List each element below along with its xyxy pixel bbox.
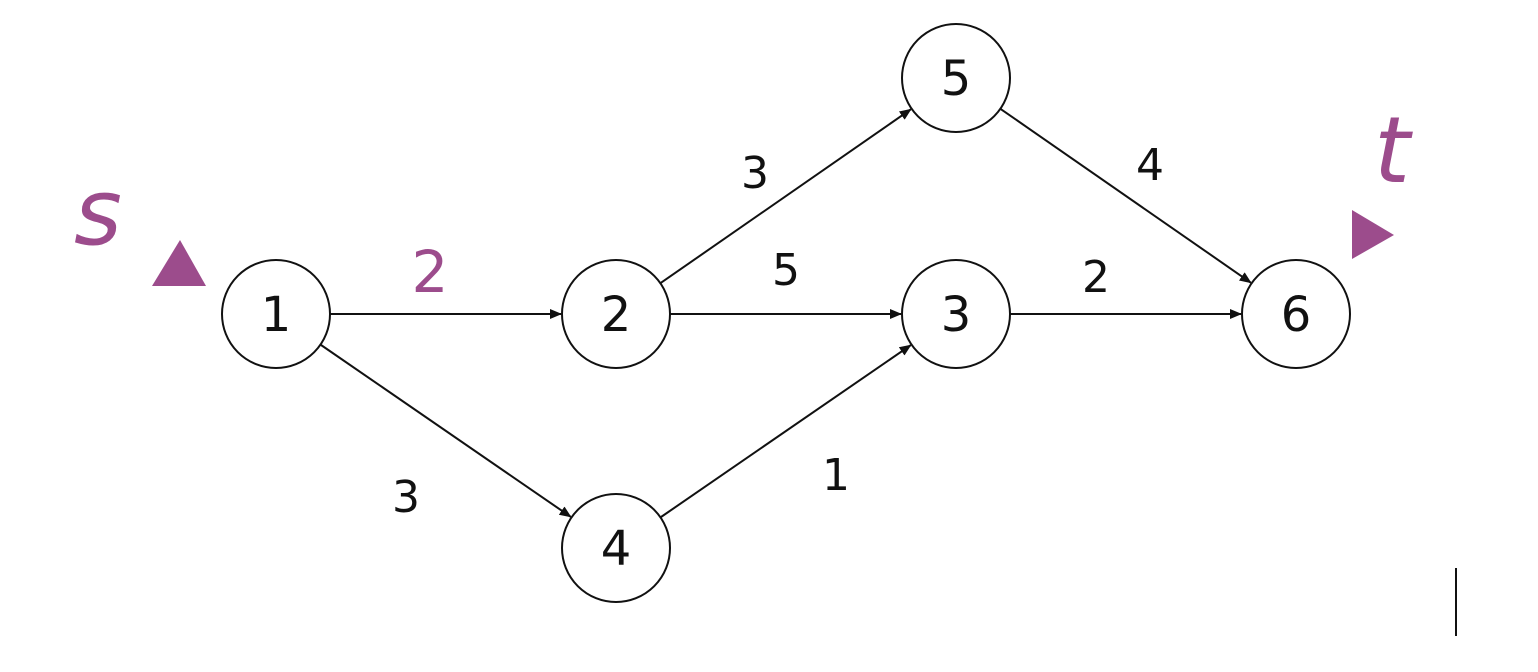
edge-2-5 <box>659 108 912 285</box>
node-circle <box>561 259 671 369</box>
node-circle <box>561 493 671 603</box>
node-6: 6 <box>1241 259 1351 369</box>
node-label: 3 <box>941 287 972 343</box>
node-label: 6 <box>1281 287 1312 343</box>
edge-weight-1-4: 3 <box>392 472 420 523</box>
edge-weight-2-5: 3 <box>741 148 769 199</box>
node-3: 3 <box>901 259 1011 369</box>
node-5: 5 <box>901 23 1011 133</box>
terminal-markers: s t <box>74 97 1413 286</box>
node-1: 1 <box>221 259 331 369</box>
edge-5-6 <box>999 107 1252 284</box>
source-marker-icon <box>152 240 206 286</box>
edge-weight-3-6: 2 <box>1082 252 1110 303</box>
sink-marker-icon <box>1352 210 1394 259</box>
edge-weight-4-3: 1 <box>822 450 850 501</box>
edge-1-4 <box>319 343 572 518</box>
edge-4-3 <box>659 344 912 519</box>
edge-weight-2-3: 5 <box>772 245 800 296</box>
node-label: 1 <box>261 287 292 343</box>
node-circle <box>1241 259 1351 369</box>
node-circle <box>901 259 1011 369</box>
edge-weight-5-6: 4 <box>1136 140 1164 191</box>
nodes: 1 2 3 4 5 6 <box>221 23 1351 603</box>
node-label: 2 <box>601 287 632 343</box>
node-label: 4 <box>601 521 632 577</box>
sink-label: t <box>1374 97 1413 204</box>
node-circle <box>221 259 331 369</box>
node-2: 2 <box>561 259 671 369</box>
node-label: 5 <box>941 51 972 107</box>
node-4: 4 <box>561 493 671 603</box>
source-label: s <box>74 159 122 266</box>
node-circle <box>901 23 1011 133</box>
edge-weight-1-2: 2 <box>412 238 449 306</box>
